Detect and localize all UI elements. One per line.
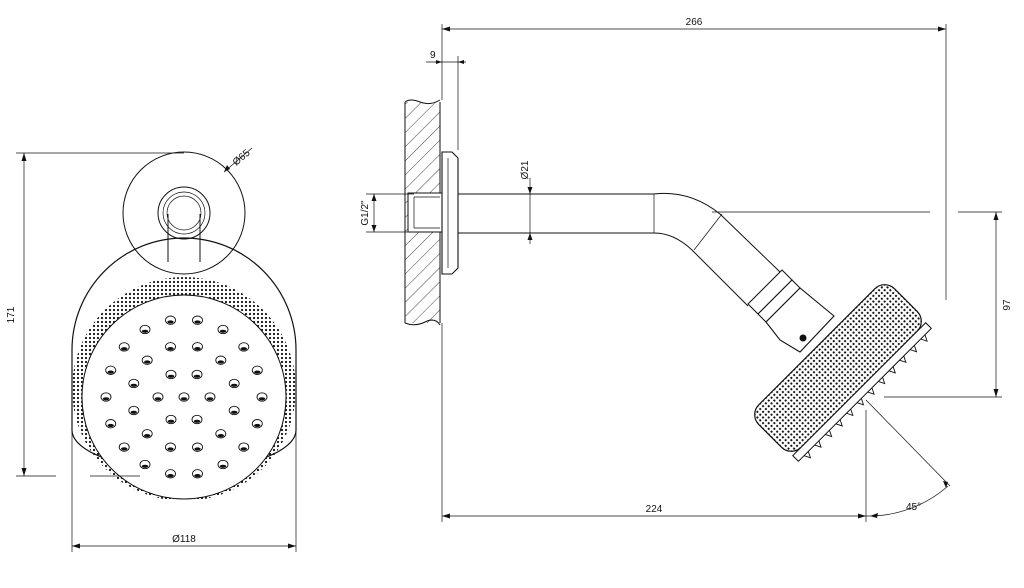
nozzle-shadow	[167, 474, 174, 478]
thread-label: G1/2"	[360, 200, 371, 226]
head-drop-label: 97	[1002, 299, 1013, 311]
nozzle-shadow	[144, 360, 151, 364]
nozzle-shadow	[167, 419, 175, 423]
nozzle-shadow	[193, 374, 201, 378]
head-diameter-label: Ø118	[172, 534, 196, 545]
nozzle-shadow	[144, 434, 151, 438]
side-nozzle	[920, 334, 928, 342]
dim-head-diameter: Ø118	[71, 430, 297, 552]
nozzle-shadow	[121, 447, 128, 451]
front-head	[71, 237, 297, 501]
side-view: 266 9 Ø21 G1/2" 97	[360, 17, 1013, 522]
flange-thickness-label: 9	[430, 50, 436, 61]
nozzle-shadow	[240, 347, 247, 351]
side-nozzle	[867, 387, 875, 395]
side-nozzle	[814, 440, 822, 448]
total-height-label: 171	[6, 306, 17, 323]
nozzle-shadow	[167, 374, 175, 378]
dim-arm-diameter: Ø21	[520, 160, 533, 244]
dim-flange-diameter: Ø65	[223, 147, 253, 173]
nozzle-shadow	[167, 347, 174, 351]
nozzle-shadow	[141, 464, 149, 468]
side-nozzle	[899, 355, 907, 364]
dim-tilt-angle: 45°	[865, 399, 951, 518]
nozzle-shadow	[130, 383, 137, 387]
nozzle-shadow	[154, 397, 162, 401]
nozzle-shadow	[121, 347, 128, 351]
dim-horizontal-reach: 224	[441, 323, 867, 522]
dim-thread: G1/2"	[360, 193, 414, 233]
nozzle-shadow	[254, 370, 261, 374]
nozzle-shadow	[231, 383, 238, 387]
side-nozzle	[803, 451, 812, 459]
wall-flange-side	[441, 151, 459, 275]
nozzle-shadow	[141, 329, 149, 333]
nozzle-shadow	[206, 397, 214, 401]
flange-inner-ring	[157, 186, 211, 240]
side-nozzle	[835, 419, 843, 427]
nozzle-shadow	[193, 419, 201, 423]
nozzle-shadow	[194, 474, 201, 478]
nozzle-shadow	[194, 447, 201, 451]
nozzle-shadow	[194, 347, 201, 351]
nozzle-shadow	[231, 410, 238, 414]
nozzle-shadow	[240, 447, 247, 451]
side-nozzle	[825, 430, 833, 438]
nozzle-shadow	[180, 397, 188, 401]
side-nozzle	[878, 377, 886, 385]
nozzle-shadow	[167, 447, 174, 451]
nozzle-shadow	[107, 423, 114, 428]
nozzle-shadow	[102, 397, 110, 401]
shower-arm	[458, 192, 781, 307]
nozzle-shadow	[217, 360, 224, 364]
tilt-angle-label: 45°	[906, 502, 921, 513]
horizontal-reach-label: 224	[646, 504, 663, 515]
side-head	[754, 284, 933, 463]
arm-socket-ring	[162, 191, 206, 235]
arm-socket-inner	[166, 195, 202, 231]
side-nozzle	[846, 408, 854, 417]
wall-flange	[122, 151, 246, 275]
arm-diameter-label: Ø21	[520, 160, 531, 179]
dim-total-height: 171	[6, 152, 184, 477]
side-nozzle	[856, 398, 865, 406]
nozzle-shadow	[217, 434, 224, 438]
dim-total-length: 266	[441, 17, 947, 300]
side-nozzle	[909, 345, 918, 353]
nozzle-shadow	[130, 410, 137, 414]
nozzle-shadow	[167, 320, 174, 324]
dim-head-drop: 97	[884, 211, 1013, 398]
nozzle-array	[100, 315, 268, 479]
total-length-label: 266	[686, 17, 703, 28]
side-nozzle	[888, 366, 896, 374]
nozzle-shadow	[254, 423, 261, 428]
nozzle-shadow	[194, 320, 201, 324]
head-connector	[747, 269, 835, 353]
nozzle-shadow	[219, 464, 227, 468]
arm-front	[167, 214, 201, 262]
nozzle-shadow	[258, 397, 266, 401]
nozzle-shadow	[219, 329, 227, 333]
nozzle-shadow	[107, 370, 114, 374]
dim-flange-thickness: 9	[426, 50, 466, 150]
front-view: 171 Ø118 Ø65	[6, 147, 297, 552]
